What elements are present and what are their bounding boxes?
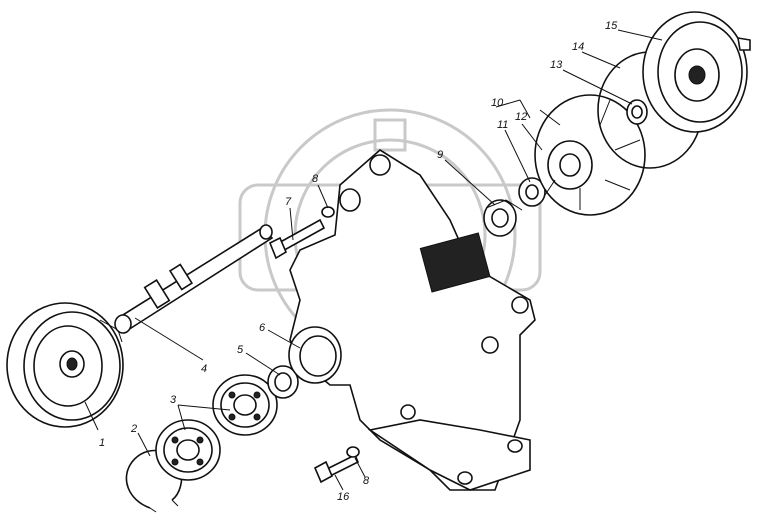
callout-5: 5 bbox=[237, 344, 244, 356]
leader-lines bbox=[84, 29, 663, 491]
callout-14: 14 bbox=[572, 41, 584, 53]
seal-ring bbox=[267, 365, 299, 399]
bolt-upper bbox=[268, 218, 326, 260]
bolt-lower bbox=[313, 453, 360, 484]
washer-lower bbox=[346, 446, 360, 458]
callout-16: 16 bbox=[337, 491, 350, 503]
shaft bbox=[114, 224, 274, 334]
pulley-left bbox=[6, 302, 124, 428]
callout-labels: 1 2 3 4 5 6 7 8 9 10 11 12 13 14 15 16 8 bbox=[99, 20, 618, 503]
washer-upper bbox=[321, 206, 335, 218]
callout-15: 15 bbox=[605, 20, 618, 32]
callout-8-lower: 8 bbox=[363, 475, 370, 487]
seal-small bbox=[518, 177, 546, 207]
callout-8-upper: 8 bbox=[312, 173, 319, 185]
callout-7: 7 bbox=[285, 196, 292, 208]
callout-1: 1 bbox=[99, 437, 105, 449]
callout-9: 9 bbox=[437, 149, 443, 161]
pulley-right bbox=[642, 11, 751, 133]
impeller bbox=[534, 94, 646, 216]
callout-6: 6 bbox=[259, 322, 266, 334]
ring-small bbox=[626, 99, 648, 125]
callout-10: 10 bbox=[491, 97, 504, 109]
bearing-upper bbox=[212, 374, 278, 436]
bushing bbox=[483, 199, 523, 237]
bearing-lower bbox=[155, 419, 221, 481]
callout-4: 4 bbox=[201, 363, 207, 375]
callout-12: 12 bbox=[515, 111, 527, 123]
callout-2: 2 bbox=[130, 423, 137, 435]
callout-13: 13 bbox=[550, 59, 563, 71]
callout-3: 3 bbox=[170, 394, 177, 406]
callout-11: 11 bbox=[497, 119, 508, 131]
pump-housing bbox=[288, 149, 536, 491]
